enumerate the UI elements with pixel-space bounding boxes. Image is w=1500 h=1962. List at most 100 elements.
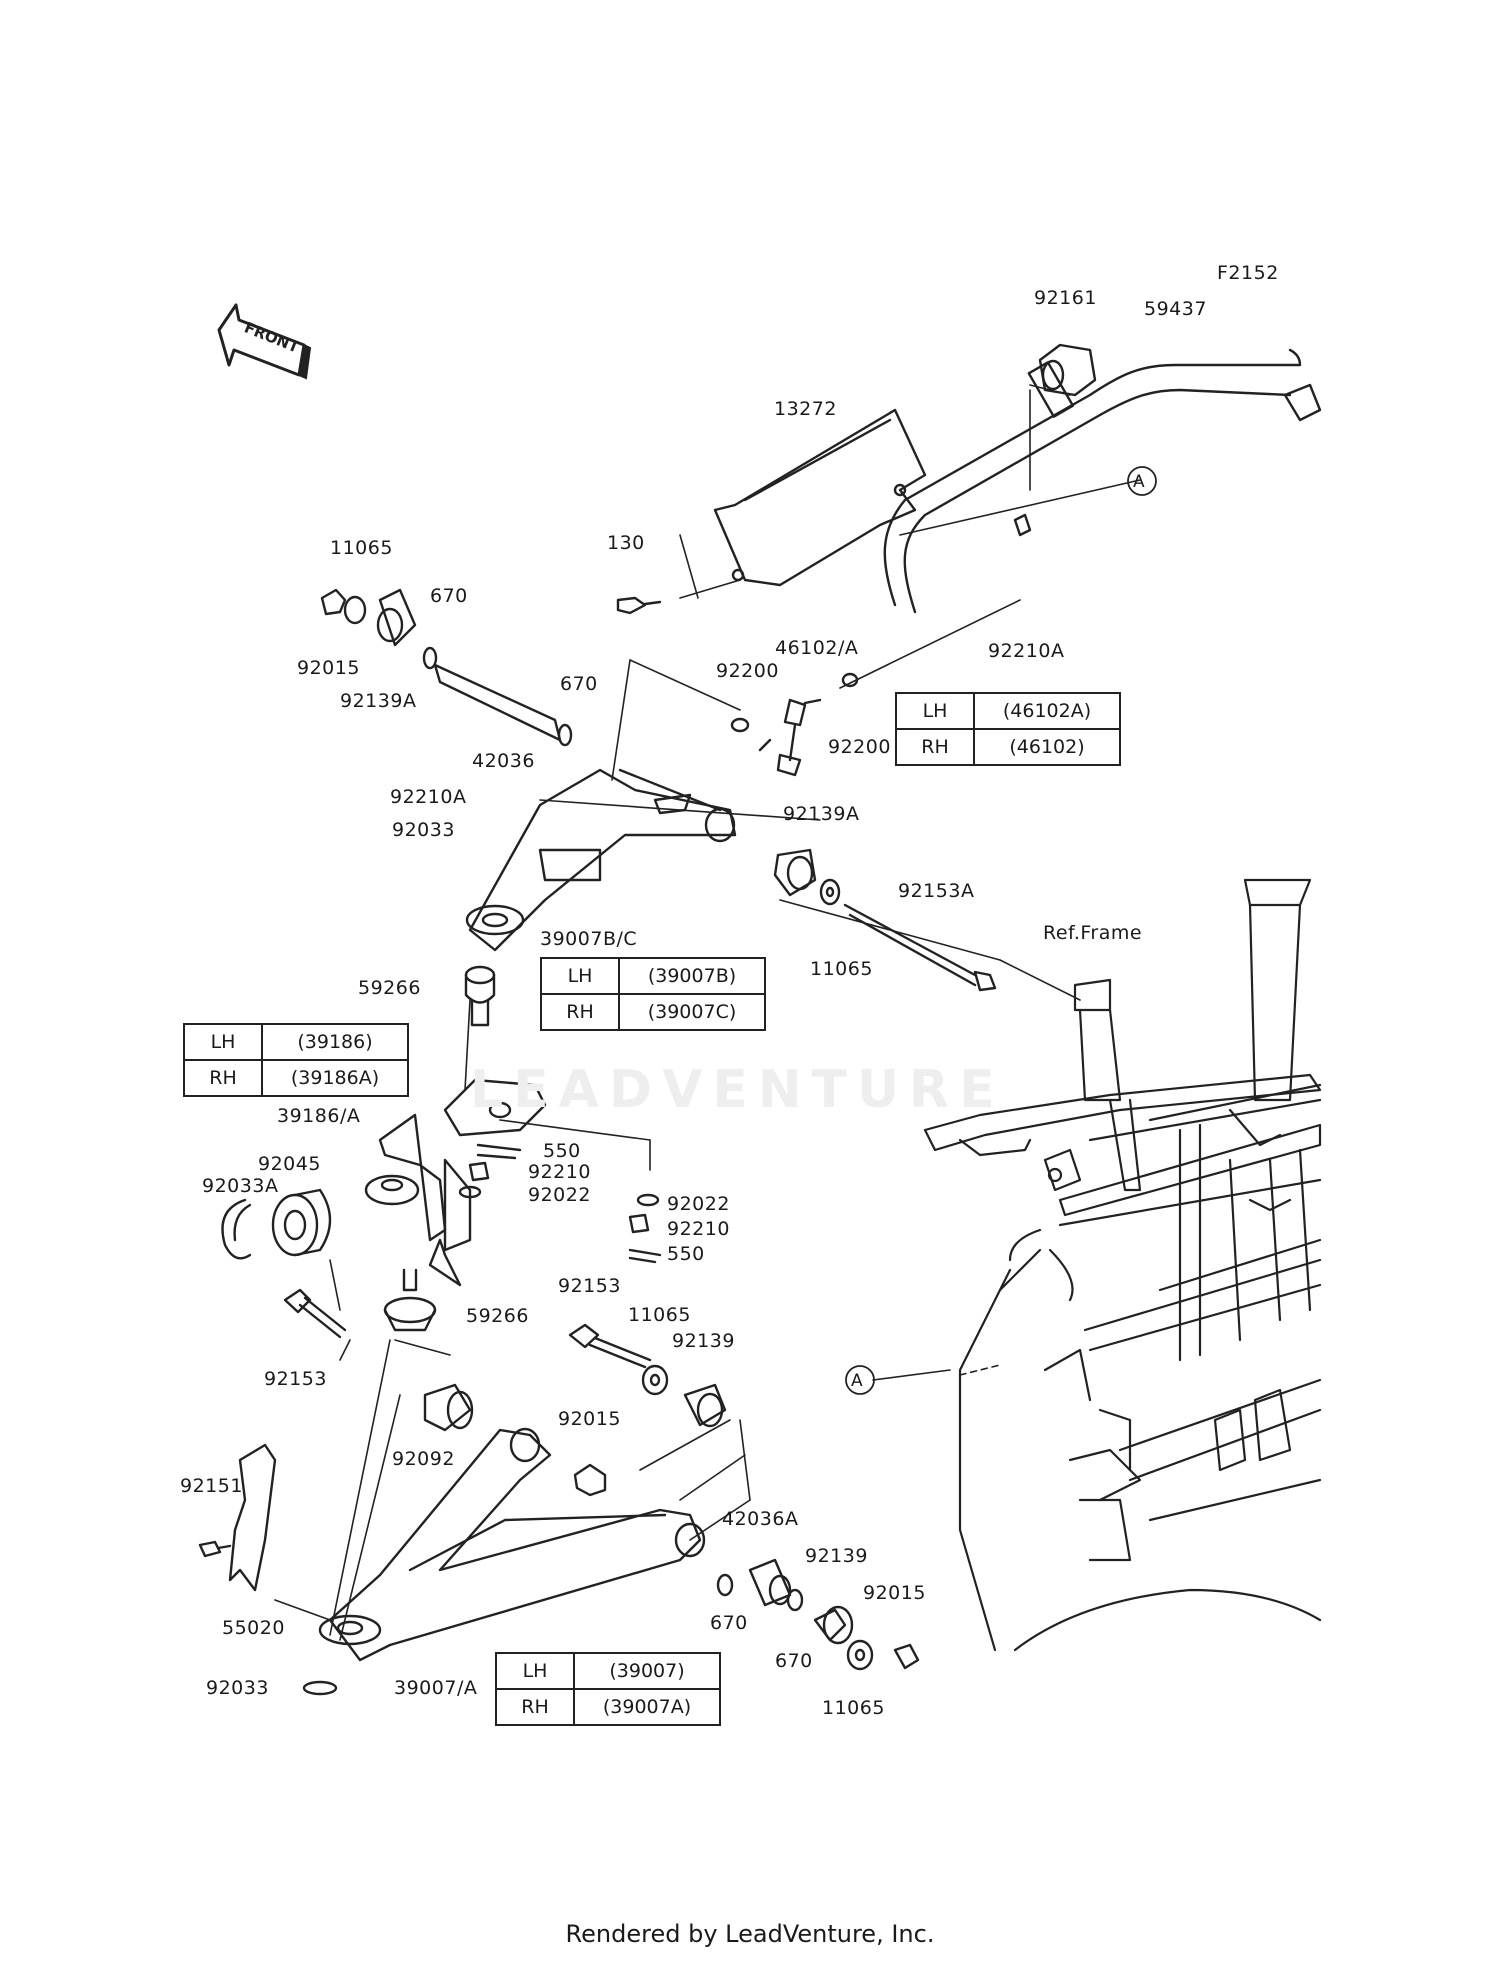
callout-leader-a: [872, 1369, 951, 1381]
bolt-130: [616, 596, 662, 615]
label-39186-a: 39186/A: [277, 1105, 361, 1127]
label-92015: 92015: [297, 657, 360, 679]
label-92153: 92153: [558, 1275, 621, 1297]
callout-leader-a-dashed: [959, 1364, 1001, 1376]
upper-a-arm: [465, 768, 737, 952]
table-cell-part: (39007): [573, 1652, 721, 1690]
label-92033: 92033: [206, 1677, 269, 1699]
label-55020: 55020: [222, 1617, 285, 1639]
label-39007b-c: 39007B/C: [540, 928, 638, 950]
cotter-pins-and-nuts: [458, 1143, 662, 1264]
stabilizer-bushing: [1038, 343, 1097, 397]
bushing-92092: [423, 1383, 474, 1432]
washer-bushing-right: [641, 1364, 727, 1428]
label-92139: 92139: [805, 1545, 868, 1567]
leader-lines-lower: [689, 1419, 751, 1541]
table-row: LH(46102A): [895, 692, 1121, 730]
table-cell-part: (39186A): [261, 1059, 409, 1097]
variant-table-46102: LH(46102A) RH(46102): [895, 692, 1121, 766]
table-cell-part: (39007B): [618, 957, 766, 995]
label-92210a: 92210A: [988, 640, 1065, 662]
upper-arm-hardware: [320, 588, 573, 747]
table-cell-side: RH: [540, 993, 620, 1031]
callout-a-top: A: [1133, 472, 1146, 492]
label-ref-frame: Ref.Frame: [1043, 922, 1143, 944]
table-cell-part: (46102A): [973, 692, 1121, 730]
label-92151: 92151: [180, 1475, 243, 1497]
table-cell-part: (39186): [261, 1023, 409, 1061]
label-92022: 92022: [667, 1193, 730, 1215]
label-92153a: 92153A: [898, 880, 975, 902]
snap-ring-lower: [302, 1680, 338, 1696]
label-550: 550: [667, 1243, 705, 1265]
callout-a-bottom: A: [851, 1371, 864, 1391]
table-row: RH(39186A): [183, 1059, 409, 1097]
label-46102-a: 46102/A: [775, 637, 859, 659]
label-92210: 92210: [528, 1161, 591, 1183]
label-670: 670: [710, 1612, 748, 1634]
stabilizer-bar: [883, 348, 1322, 614]
label-92200: 92200: [828, 736, 891, 758]
table-row: RH(39007C): [540, 993, 766, 1031]
table-cell-side: RH: [895, 728, 975, 766]
label-92033: 92033: [392, 819, 455, 841]
pivot-hardware: [773, 513, 1032, 992]
label-11065: 11065: [628, 1304, 691, 1326]
label-670: 670: [560, 673, 598, 695]
label-550: 550: [543, 1140, 581, 1162]
label-92015: 92015: [863, 1582, 926, 1604]
lower-a-arm: [318, 1427, 706, 1662]
bolt-92151: [198, 1540, 232, 1558]
label-59437: 59437: [1144, 298, 1207, 320]
skid-plate: [228, 1443, 277, 1592]
snap-ring: [221, 1198, 252, 1260]
label-13272: 13272: [774, 398, 837, 420]
label-92210a: 92210A: [390, 786, 467, 808]
label-670: 670: [775, 1650, 813, 1672]
label-92200: 92200: [716, 660, 779, 682]
label-11065: 11065: [822, 1697, 885, 1719]
ball-joint-lower: [383, 1268, 437, 1332]
label-130: 130: [607, 532, 645, 554]
table-cell-side: LH: [540, 957, 620, 995]
label-92139a: 92139A: [783, 803, 860, 825]
table-cell-side: LH: [183, 1023, 263, 1061]
watermark: LEADVENTURE: [470, 1060, 1005, 1120]
table-row: LH(39007): [495, 1652, 721, 1690]
table-row: RH(39007A): [495, 1688, 721, 1726]
variant-table-39007b-c: LH(39007B) RH(39007C): [540, 957, 766, 1031]
table-cell-part: (39007A): [573, 1688, 721, 1726]
table-cell-side: LH: [895, 692, 975, 730]
bracket-13272: [713, 408, 927, 587]
variant-table-39007: LH(39007) RH(39007A): [495, 1652, 721, 1726]
table-row: RH(46102): [895, 728, 1121, 766]
label-92033a: 92033A: [202, 1175, 279, 1197]
frame-reference: [923, 878, 1322, 1652]
table-row: LH(39186): [183, 1023, 409, 1061]
front-arrow-icon: FRONT: [217, 303, 312, 380]
nut-92015-middle: [573, 1463, 607, 1497]
steering-knuckle: [364, 1078, 547, 1287]
label-11065: 11065: [810, 958, 873, 980]
label-92022: 92022: [528, 1184, 591, 1206]
bolt-92153-right: [568, 1323, 652, 1369]
table-cell-part: (46102): [973, 728, 1121, 766]
label-92161: 92161: [1034, 287, 1097, 309]
label-42036a: 42036A: [722, 1508, 799, 1530]
label-11065: 11065: [330, 537, 393, 559]
label-92139: 92139: [672, 1330, 735, 1352]
label-39007-a: 39007/A: [394, 1677, 478, 1699]
label-92210: 92210: [667, 1218, 730, 1240]
label-92015: 92015: [558, 1408, 621, 1430]
label-42036: 42036: [472, 750, 535, 772]
callout-circle-a-top: [1127, 466, 1157, 496]
table-cell-part: (39007C): [618, 993, 766, 1031]
lower-right-bushings: [716, 1558, 920, 1671]
diagram-code: F2152: [1217, 262, 1279, 284]
table-cell-side: RH: [495, 1688, 575, 1726]
label-670: 670: [430, 585, 468, 607]
table-cell-side: LH: [495, 1652, 575, 1690]
wheel-bearing: [271, 1188, 332, 1257]
label-92092: 92092: [392, 1448, 455, 1470]
